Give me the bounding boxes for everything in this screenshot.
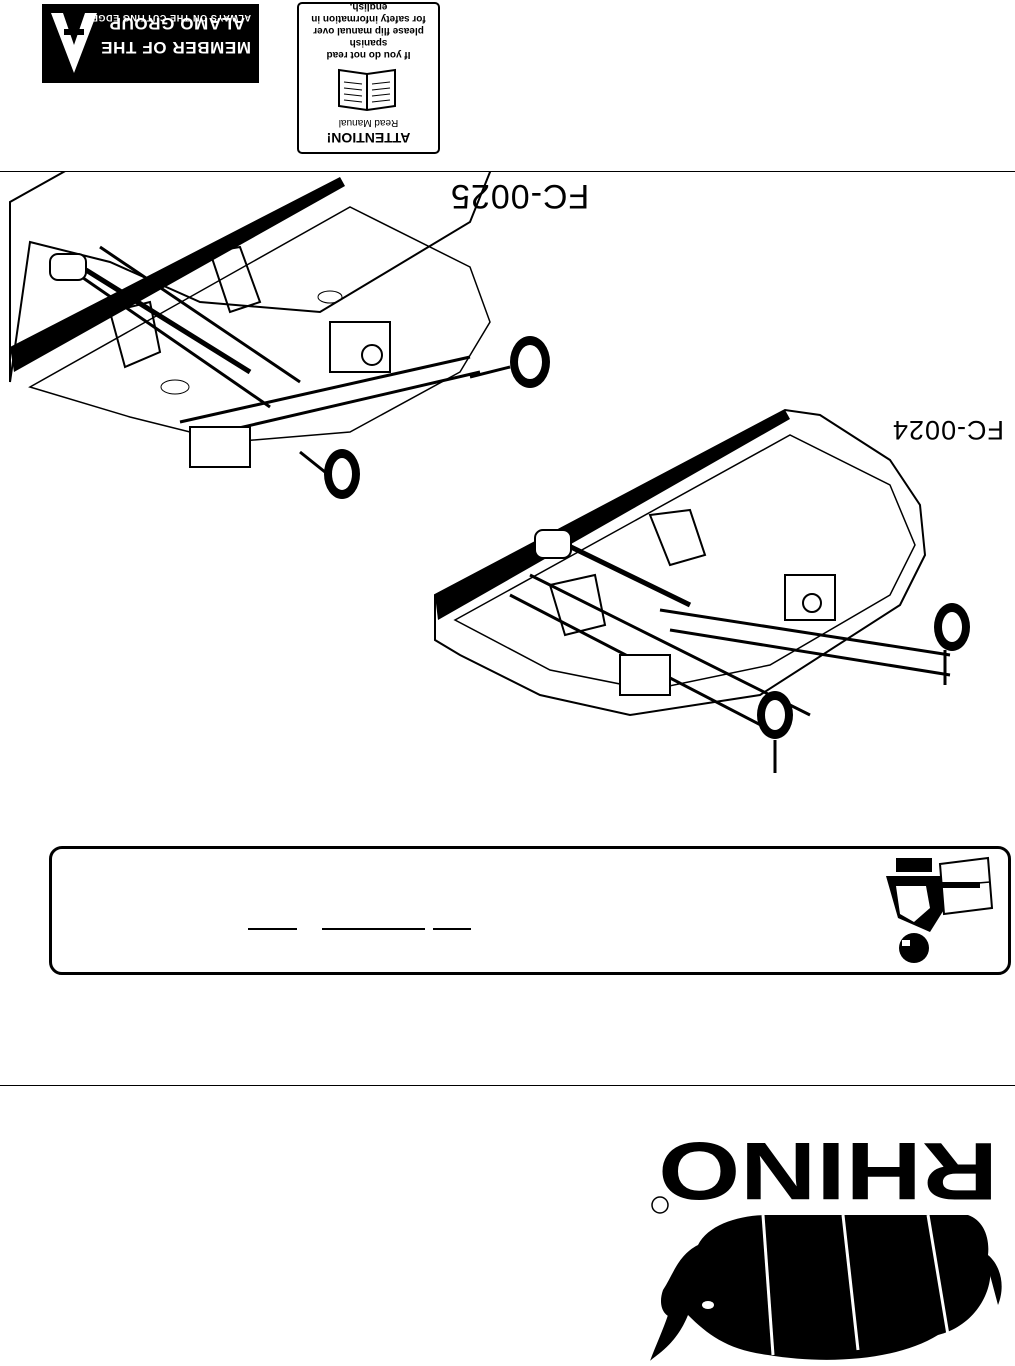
warning-box [49,846,1011,975]
alamo-badge-line1: ALWAYS ON THE CUTTING EDGE [91,13,251,23]
attention-body: If you do not read spanish please flip m… [305,0,432,60]
alamo-group-badge: MEMBER OF THE ALAMO GROUP ALWAYS ON THE … [42,4,259,83]
blank-field [248,928,297,930]
alamo-badge-content: MEMBER OF THE ALAMO GROUP ALWAYS ON THE … [42,4,259,83]
attention-body-line: spanish [349,37,388,48]
attention-title: ATTENTION! [326,130,411,146]
bottom-divider [0,1085,1015,1086]
rhino-logo: RHINO [650,1137,1002,1361]
rhino-wordmark: RHINO [658,1137,998,1216]
operator-reading-manual-icon [886,856,994,963]
attention-read-manual-label: ATTENTION! Read Manual If you do not rea… [297,1,440,154]
mower-illustration-fc-0024 [434,408,970,773]
attention-label-content: ATTENTION! Read Manual If you do not rea… [299,1,438,152]
alamo-a-logo-icon [51,13,97,73]
blank-field [433,928,471,930]
attention-body-line: english. [349,1,388,12]
top-divider [0,171,1015,172]
attention-body-line: for safety information in [311,13,426,24]
blank-field [322,928,425,930]
mower-illustration-fc-0025 [9,172,550,499]
open-book-icon [338,68,396,112]
attention-body-line: please flip manual over [313,25,424,36]
attention-subtitle: Read Manual [338,117,399,128]
alamo-badge-line2: MEMBER OF THE [100,38,251,57]
attention-body-line: If you do not read [326,49,411,60]
